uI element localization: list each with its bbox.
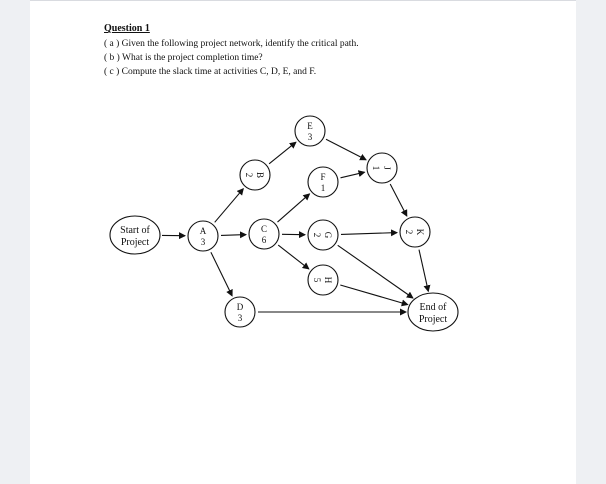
activity-duration: 3 — [238, 313, 243, 323]
activity-circle — [224, 296, 256, 328]
activity-node-a: A3 — [187, 220, 219, 252]
activity-name: F — [320, 172, 325, 182]
activity-circle — [294, 115, 326, 147]
edge-h-to-end — [340, 284, 409, 307]
activity-circle — [248, 218, 280, 250]
activity-name: E — [307, 121, 313, 131]
right-margin-band — [576, 0, 606, 484]
activity-name: H — [323, 277, 333, 284]
question-title: Question 1 — [104, 23, 150, 34]
activity-circle — [187, 220, 219, 252]
activity-node-d: D3 — [224, 296, 256, 328]
question-part-c: ( c ) Compute the slack time at activiti… — [104, 67, 317, 77]
activity-duration: 2 — [312, 233, 322, 238]
edge-e-to-j — [325, 138, 367, 161]
activity-circle — [239, 159, 271, 191]
activity-node-h: H5 — [307, 264, 339, 296]
activity-node-e: E3 — [294, 115, 326, 147]
edge-k-to-end — [418, 249, 431, 293]
activity-name: K — [415, 229, 425, 236]
activity-duration: 1 — [321, 183, 326, 193]
activity-name: A — [200, 226, 207, 236]
left-margin-band — [0, 0, 30, 484]
activity-circle — [307, 264, 339, 296]
activity-node-g: G2 — [307, 219, 339, 251]
network-edges — [161, 138, 431, 316]
edge-j-to-k — [389, 183, 408, 217]
activity-name: G — [323, 232, 333, 239]
activity-node-j: J1 — [366, 152, 398, 184]
activity-duration: 2 — [404, 230, 414, 235]
end-of-project-node-shape — [407, 292, 459, 332]
edge-a-to-d — [210, 251, 233, 297]
end-of-project-node-label-line: End of — [420, 302, 448, 313]
edge-b-to-e — [268, 141, 297, 165]
activity-circle — [399, 216, 431, 248]
edge-a-to-c — [220, 231, 247, 239]
activity-name: B — [255, 172, 265, 178]
top-border — [30, 0, 576, 1]
activity-circle — [307, 219, 339, 251]
edge-a-to-b — [214, 187, 244, 223]
activity-node-b: B2 — [239, 159, 271, 191]
activity-duration: 3 — [201, 237, 206, 247]
activity-duration: 2 — [244, 173, 254, 178]
activity-node-c: C6 — [248, 218, 280, 250]
activity-name: D — [237, 302, 244, 312]
activity-name: J — [382, 166, 392, 170]
start-of-project-node-shape — [109, 215, 161, 255]
activity-circle — [307, 166, 339, 198]
activity-circle — [366, 152, 398, 184]
activity-name: C — [261, 224, 267, 234]
question-part-b: ( b ) What is the project completion tim… — [104, 53, 263, 63]
end-of-project-node-label-line: Project — [419, 314, 448, 325]
edge-c-to-h — [277, 244, 310, 270]
activity-duration: 5 — [312, 278, 322, 283]
start-of-project-node-label-line: Start of — [120, 225, 150, 236]
question-block: Question 1 ( a ) Given the following pro… — [104, 23, 359, 79]
edge-g-to-end — [337, 244, 414, 299]
edge-c-to-f — [277, 193, 311, 223]
edge-g-to-k — [340, 229, 398, 237]
activity-duration: 6 — [262, 235, 267, 245]
activity-node-k: K2 — [399, 216, 431, 248]
activity-duration: 3 — [308, 132, 313, 142]
activity-duration: 1 — [371, 166, 381, 171]
edge-f-to-j — [340, 170, 366, 179]
activity-node-f: F1 — [307, 166, 339, 198]
start-of-project-node-label-line: Project — [121, 237, 150, 248]
question-part-a: ( a ) Given the following project networ… — [104, 39, 359, 49]
